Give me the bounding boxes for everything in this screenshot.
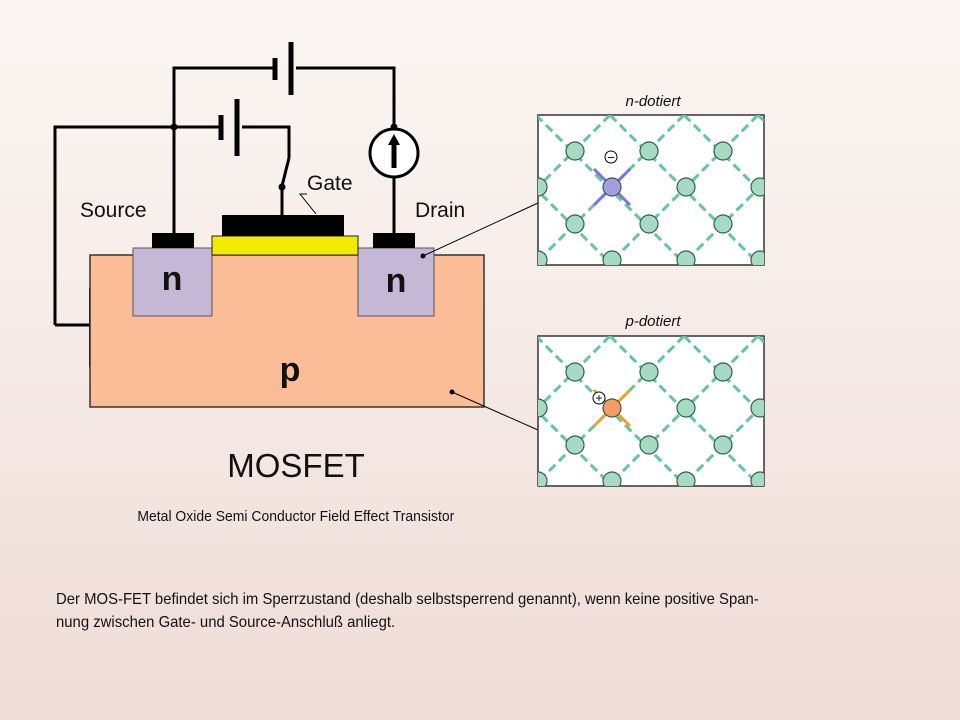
lattice-atom [602, 471, 622, 486]
lattice-atom [713, 435, 733, 455]
source-label: Source [80, 199, 147, 222]
electron-minus-sign: − [607, 150, 615, 165]
description-text: Der MOS-FET befindet sich im Sperrzustan… [56, 591, 759, 631]
lattice-atom [538, 250, 548, 265]
lattice-bond [538, 115, 612, 190]
drain-n-label: n [386, 262, 407, 300]
lattice-atoms [538, 362, 764, 486]
lattice-atom [750, 471, 764, 486]
lattice-atom [713, 362, 733, 382]
gate-label: Gate [307, 172, 353, 195]
lattice-atom [750, 398, 764, 418]
lattice-atom [676, 398, 696, 418]
lattice-atom [565, 141, 585, 161]
lattice-bond [538, 188, 614, 265]
lattice-atom [538, 177, 548, 197]
lattice-atom [676, 250, 696, 265]
diagram-subtitle: Metal Oxide Semi Conductor Field Effect … [137, 508, 455, 525]
lattice-atom [538, 471, 548, 486]
electron-marker: − [604, 150, 618, 165]
gate-label-leader [298, 193, 317, 215]
n-lattice-frame [537, 114, 765, 266]
p-doped-label: p-dotiert [624, 313, 681, 330]
n-doped-lattice-panel: n-dotiert [537, 93, 960, 266]
dopant-atom [602, 398, 622, 418]
zoom-leader-lines [420, 202, 539, 431]
drain-contact [373, 233, 415, 248]
p-doped-lattice-panel: p-dotiert [537, 313, 960, 487]
n-doped-label: n-dotiert [625, 93, 681, 110]
diagram-title: MOSFET [227, 447, 365, 484]
gate-switch [278, 157, 291, 215]
ammeter-symbol [368, 127, 420, 179]
lattice-atom [713, 141, 733, 161]
lattice-bond [538, 336, 612, 411]
lattice-atoms [538, 141, 764, 265]
lattice-atom [639, 141, 659, 161]
hole-marker: + [592, 391, 606, 405]
lattice-atom [713, 214, 733, 234]
lattice-bond [754, 254, 764, 265]
drain-n-region [357, 247, 435, 317]
dopant-atom [602, 177, 622, 197]
lattice-bond [754, 475, 764, 486]
lattice-bond [756, 115, 764, 124]
p-lattice-frame [537, 335, 765, 487]
gate-electrode [222, 215, 344, 236]
lattice-bond [756, 336, 764, 345]
lattice-atom [565, 362, 585, 382]
lattice-atom [639, 214, 659, 234]
hole-plus-sign: + [595, 391, 602, 405]
source-contact [152, 233, 194, 248]
lattice-bond [538, 409, 614, 486]
lower-battery-symbol [218, 99, 240, 156]
lattice-bond [832, 115, 960, 265]
lattice-atom [639, 362, 659, 382]
lattice-atom [750, 250, 764, 265]
lattice-atom [538, 398, 548, 418]
lattice-bond [832, 336, 960, 486]
lattice-atom [565, 214, 585, 234]
upper-battery-symbol [272, 42, 294, 95]
lattice-atom [676, 471, 696, 486]
drain-label: Drain [415, 199, 465, 222]
n-lattice [538, 115, 960, 265]
source-n-label: n [162, 260, 183, 298]
lattice-atom [602, 250, 622, 265]
lattice-bond [906, 115, 960, 265]
lattice-atom [750, 177, 764, 197]
lattice-bond [906, 336, 960, 486]
lattice-atom [639, 435, 659, 455]
substrate-p-label: p [280, 351, 301, 389]
gate-oxide [211, 235, 359, 256]
p-lattice [538, 336, 960, 486]
circuit-wires [53, 66, 396, 327]
lattice-atom [676, 177, 696, 197]
lattice-atom [565, 435, 585, 455]
